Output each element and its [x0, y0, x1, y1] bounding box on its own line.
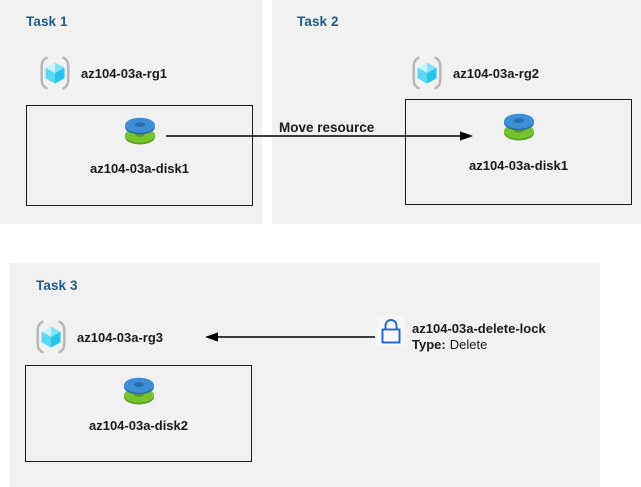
delete-lock-type-key: Type: — [412, 336, 446, 352]
task-1-resource-group-name: az104-03a-rg1 — [81, 65, 167, 81]
delete-lock-type-value: Delete — [449, 336, 488, 352]
task-2-label: Task 2 — [297, 14, 339, 29]
task-1-label: Task 1 — [26, 14, 68, 29]
task-3-label: Task 3 — [36, 278, 78, 293]
task-2-resource-name: az104-03a-disk1 — [468, 158, 568, 173]
task-2-resource-group: az104-03a-rg2 — [408, 54, 539, 92]
task-2-resource-group-name: az104-03a-rg2 — [453, 65, 539, 81]
task-3-resource-group: az104-03a-rg3 — [32, 318, 163, 356]
resource-group-icon — [408, 54, 446, 92]
resource-group-icon — [32, 318, 70, 356]
move-resource-arrow — [166, 131, 473, 141]
delete-lock-name: az104-03a-delete-lock — [412, 321, 546, 336]
task-1-resource-group: az104-03a-rg1 — [36, 54, 167, 92]
move-resource-label: Move resource — [279, 120, 375, 135]
lock-applies-arrow — [205, 332, 375, 342]
delete-lock-info: az104-03a-delete-lock Type:Delete — [412, 321, 546, 353]
task-3-resource-group-name: az104-03a-rg3 — [77, 329, 163, 345]
task-1-resource-name: az104-03a-disk1 — [89, 161, 189, 176]
resource-group-icon — [36, 54, 74, 92]
delete-lock-type: Type:Delete — [412, 337, 546, 353]
task-3-resource-name: az104-03a-disk2 — [88, 418, 188, 433]
